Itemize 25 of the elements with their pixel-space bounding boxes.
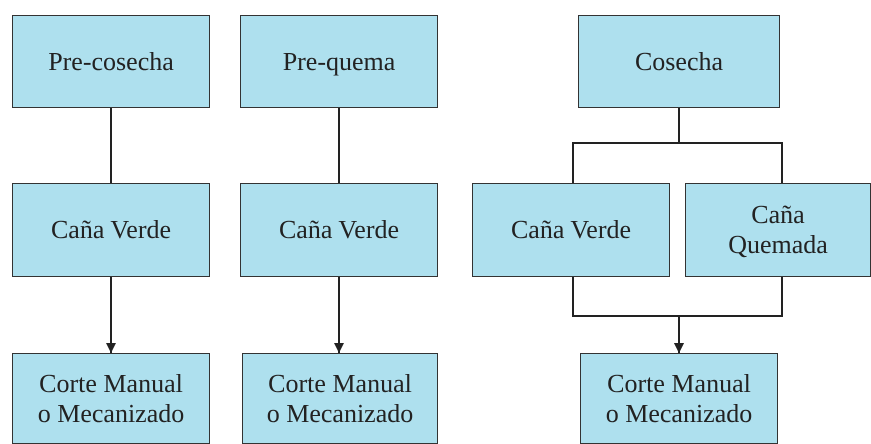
box-label: Corte Manual o Mecanizado [604,368,754,428]
process-box [240,15,438,108]
connector [338,108,340,183]
connector [334,277,344,353]
connector [110,108,112,183]
process-box [242,353,438,444]
process-box [12,353,210,444]
process-box [12,15,210,108]
connector [674,277,783,353]
box-label: Corte Manual o Mecanizado [36,368,186,428]
box-label: Caña Verde [278,215,400,245]
box-label: Pre-quema [282,46,396,76]
process-box [578,15,780,108]
connector [106,277,116,353]
box-label: Cosecha [634,46,724,76]
box-label: Caña Verde [510,215,632,245]
process-box [240,183,438,277]
box-label: Caña Quemada [727,200,829,260]
process-box [12,183,210,277]
box-label: Pre-cosecha [47,46,175,76]
process-box [472,183,670,277]
box-label: Corte Manual o Mecanizado [266,368,414,428]
process-box [685,183,871,277]
box-label: Caña Verde [50,215,172,245]
process-box [580,353,778,444]
